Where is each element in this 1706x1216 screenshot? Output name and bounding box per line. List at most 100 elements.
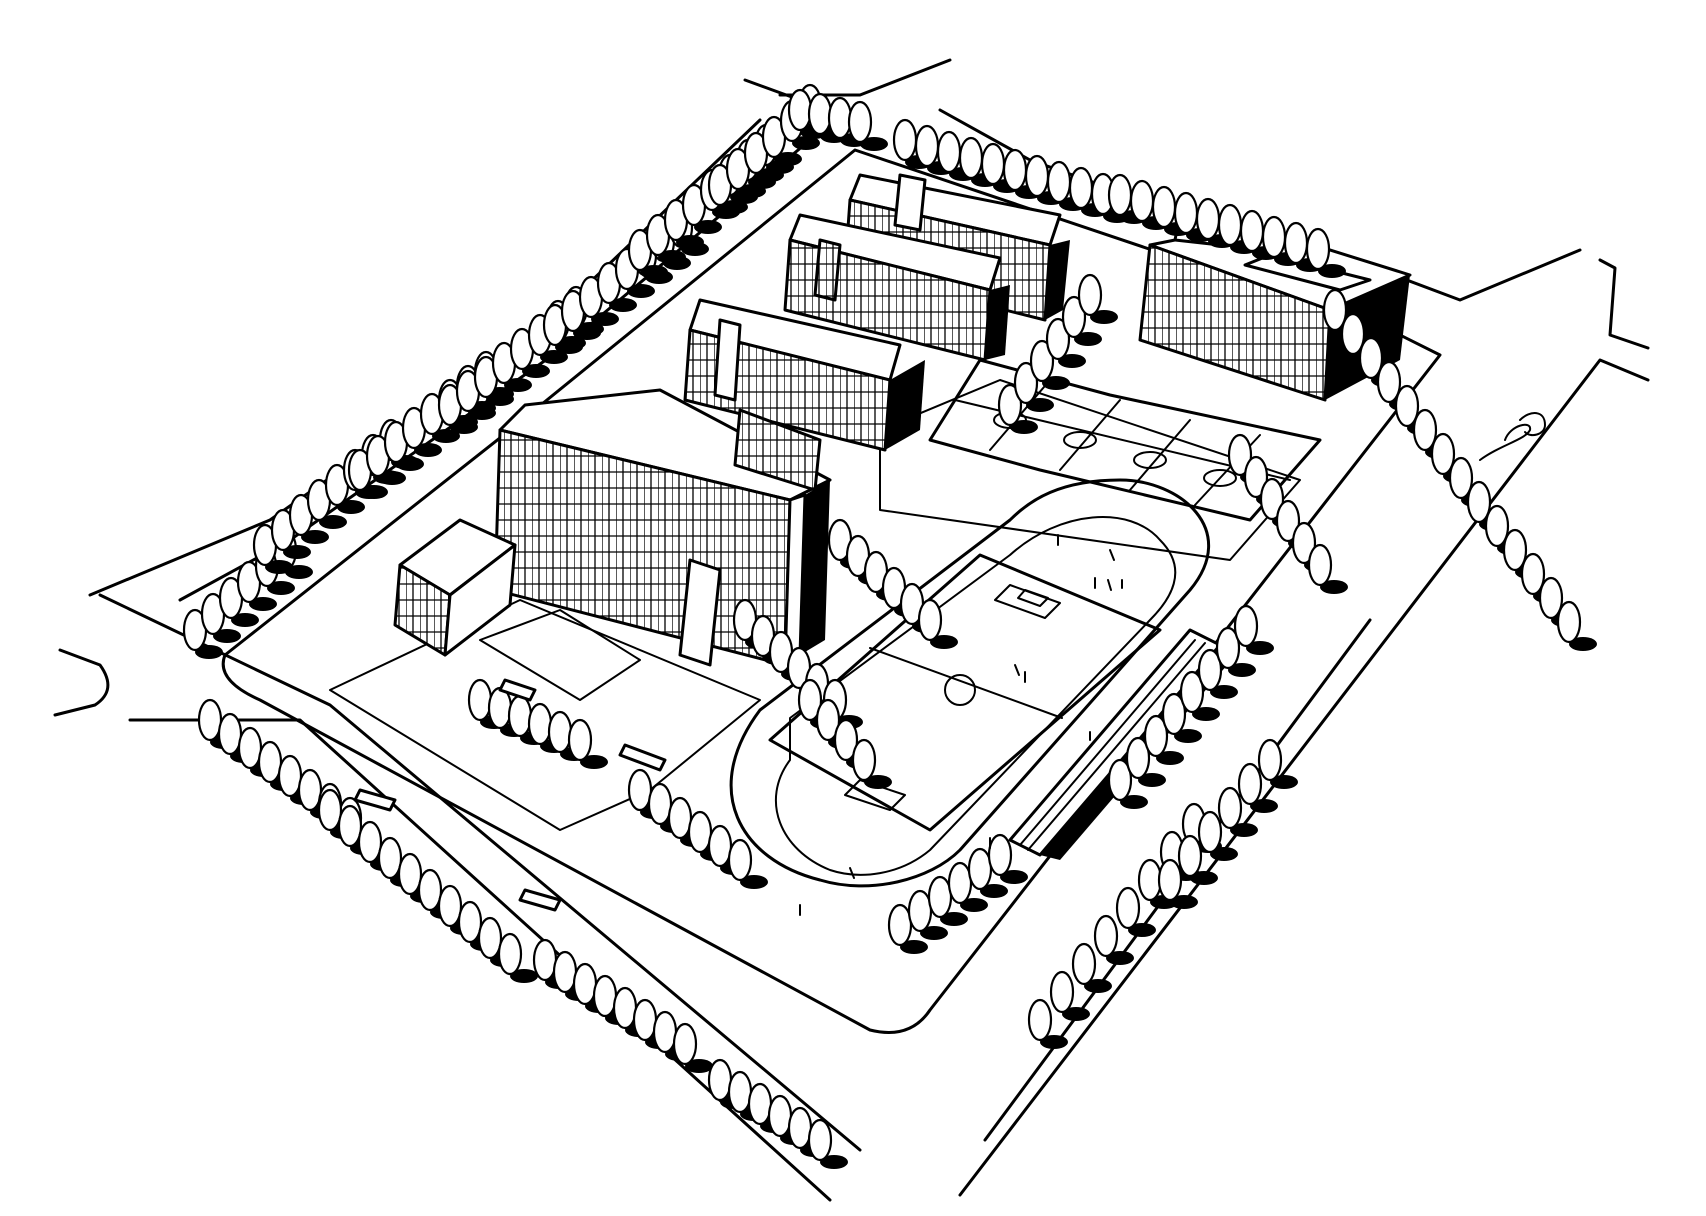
tree-shadow xyxy=(573,326,601,340)
tree-shadow xyxy=(1230,823,1258,837)
tree xyxy=(552,950,578,994)
tree xyxy=(892,118,918,162)
tree xyxy=(257,740,283,784)
tree-shadow xyxy=(265,560,293,574)
tree-shadow xyxy=(540,350,568,364)
tree xyxy=(1071,942,1097,986)
tree-shadow xyxy=(283,545,311,559)
tree-shadow xyxy=(1138,773,1166,787)
tree xyxy=(947,861,973,905)
tree xyxy=(497,932,523,976)
tree xyxy=(277,754,303,798)
tree-shadow xyxy=(1250,799,1278,813)
tree-shadow xyxy=(1192,707,1220,721)
tree-shadow xyxy=(930,635,958,649)
tree-shadow xyxy=(1058,354,1086,368)
tree xyxy=(612,986,638,1030)
tree xyxy=(1275,499,1301,543)
tree-shadow xyxy=(860,137,888,151)
tree xyxy=(1093,914,1119,958)
tree-shadow xyxy=(920,926,948,940)
tree xyxy=(437,884,463,928)
tree xyxy=(1002,148,1028,192)
tree xyxy=(815,698,841,742)
tree-shadow xyxy=(522,364,550,378)
tree-shadow xyxy=(378,471,406,485)
tree-shadow xyxy=(685,1059,713,1073)
tree xyxy=(1394,384,1420,428)
tree xyxy=(1049,970,1075,1014)
tree xyxy=(797,678,823,722)
tree-shadow xyxy=(1190,871,1218,885)
tree xyxy=(917,598,943,642)
tree xyxy=(1115,886,1141,930)
tree-shadow xyxy=(504,378,532,392)
tree-shadow xyxy=(360,485,388,499)
tree xyxy=(357,820,383,864)
tree xyxy=(727,1070,753,1114)
tree-shadow xyxy=(1170,895,1198,909)
tree-shadow xyxy=(1084,979,1112,993)
tree xyxy=(397,852,423,896)
tree xyxy=(997,383,1023,427)
tree-shadow xyxy=(960,898,988,912)
tree xyxy=(833,718,859,762)
tree xyxy=(477,916,503,960)
tree-shadow xyxy=(1042,376,1070,390)
tree xyxy=(507,694,533,738)
tree xyxy=(1520,552,1546,596)
tree-shadow xyxy=(1246,641,1274,655)
tree xyxy=(851,738,877,782)
tree-shadow xyxy=(756,168,784,182)
tree xyxy=(297,768,323,812)
tree-shadow xyxy=(1074,332,1102,346)
tree-shadow xyxy=(1090,310,1118,324)
tree-shadow xyxy=(1120,795,1148,809)
main-building xyxy=(493,388,832,667)
tree-shadow xyxy=(676,235,704,249)
tree-shadow xyxy=(738,184,766,198)
tree xyxy=(652,1010,678,1054)
tree xyxy=(914,124,940,168)
tree xyxy=(1173,191,1199,235)
tree xyxy=(847,100,873,144)
tree-group xyxy=(182,83,1597,1169)
tree-shadow xyxy=(980,884,1008,898)
tree xyxy=(1538,576,1564,620)
tree xyxy=(377,836,403,880)
tree-shadow xyxy=(231,613,259,627)
tree-shadow xyxy=(627,284,655,298)
tree-shadow xyxy=(267,581,295,595)
tree-shadow xyxy=(1156,751,1184,765)
tree xyxy=(807,92,833,136)
tree xyxy=(532,938,558,982)
tree xyxy=(967,847,993,891)
tree xyxy=(632,998,658,1042)
tree xyxy=(1227,433,1253,477)
tree xyxy=(987,833,1013,877)
tree xyxy=(667,796,693,840)
tree-shadow xyxy=(720,200,748,214)
tree xyxy=(1305,227,1331,271)
tree-shadow xyxy=(1000,870,1028,884)
tree xyxy=(907,889,933,933)
tree-shadow xyxy=(1026,398,1054,412)
tree xyxy=(647,782,673,826)
tree xyxy=(1376,360,1402,404)
tree-shadow xyxy=(694,220,722,234)
tree xyxy=(1340,312,1366,356)
tree-shadow xyxy=(864,775,892,789)
tree-shadow xyxy=(1320,580,1348,594)
tree xyxy=(1259,477,1285,521)
tree-shadow xyxy=(396,457,424,471)
tree xyxy=(1217,203,1243,247)
tree-shadow xyxy=(213,629,241,643)
tree xyxy=(1068,166,1094,210)
tree-shadow xyxy=(1318,264,1346,278)
tree xyxy=(547,710,573,754)
tree xyxy=(337,804,363,848)
tree xyxy=(787,88,813,132)
tree xyxy=(1143,714,1169,758)
tree xyxy=(1061,295,1087,339)
tree xyxy=(1046,160,1072,204)
